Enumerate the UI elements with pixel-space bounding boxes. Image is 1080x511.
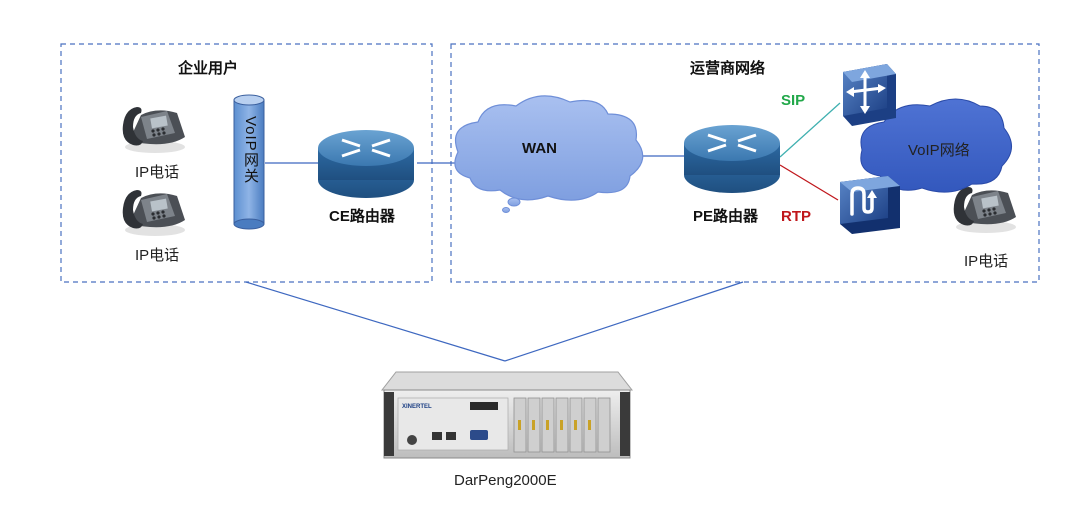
voip-gateway-label: VoIP网关 — [242, 116, 259, 184]
wan-cloud-icon — [454, 95, 644, 213]
wan-label: WAN — [522, 140, 557, 157]
pe-router-label: PE路由器 — [693, 208, 759, 225]
enterprise-region-title: 企业用户 — [178, 60, 239, 77]
ce-router-label: CE路由器 — [329, 208, 395, 225]
ip-phone-icon-1 — [122, 107, 185, 153]
device-brand-label: XINERTEL — [402, 404, 432, 410]
ip-phone-icon-2 — [122, 190, 185, 236]
media-gateway-icon — [840, 176, 900, 234]
sip-link — [779, 102, 841, 158]
device-enterprise-link — [245, 281, 506, 362]
ip-phone-label-2: IP电话 — [135, 247, 180, 264]
device-name-label: DarPeng2000E — [454, 472, 557, 489]
carrier-region-title: 运营商网络 — [690, 60, 766, 77]
ip-phone-label-1: IP电话 — [135, 164, 180, 181]
pe-router-icon — [682, 123, 782, 195]
device-carrier-link — [504, 281, 744, 362]
multilayer-switch-icon — [843, 64, 896, 126]
rtp-label: RTP — [781, 208, 811, 225]
ce-router-icon — [316, 128, 416, 200]
voip-network-label: VoIP网络 — [908, 142, 970, 159]
ip-phone-icon-3 — [953, 187, 1016, 233]
rtp-link — [779, 164, 839, 201]
sip-label: SIP — [781, 92, 806, 109]
voip-network-cloud-icon — [860, 98, 1012, 193]
ip-phone-label-3: IP电话 — [964, 253, 1009, 270]
voip-gateway-icon — [233, 94, 265, 230]
darpeng2000e-device-image — [380, 371, 634, 459]
